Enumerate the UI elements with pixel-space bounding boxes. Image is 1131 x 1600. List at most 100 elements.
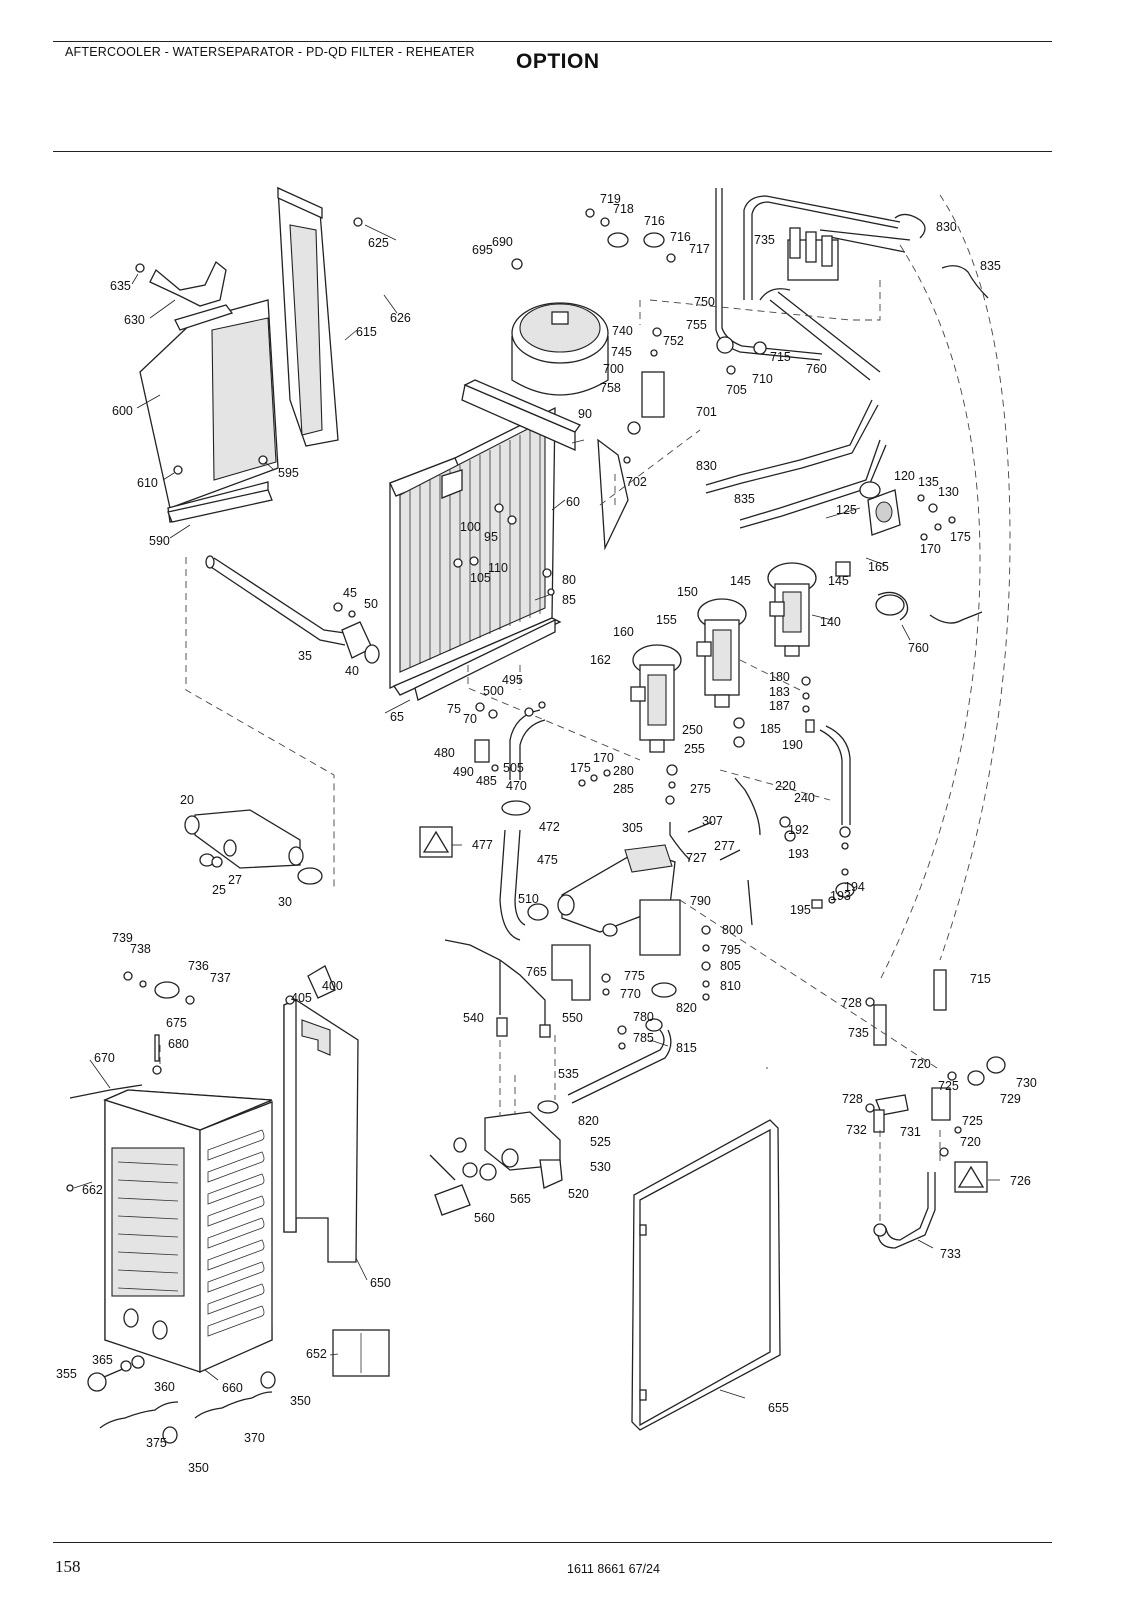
callout-label-630: 630 xyxy=(124,313,145,327)
callout-label-350: 350 xyxy=(290,1394,311,1408)
callout-label-193: 193 xyxy=(788,847,809,861)
callout-label-737: 737 xyxy=(210,971,231,985)
callout-label-475: 475 xyxy=(537,853,558,867)
callout-label-690: 690 xyxy=(492,235,513,249)
callout-label-365: 365 xyxy=(92,1353,113,1367)
callout-label-95: 95 xyxy=(484,530,498,544)
door-panel-drawing xyxy=(631,1119,781,1431)
callout-label-175: 175 xyxy=(570,761,591,775)
callout-label-745: 745 xyxy=(611,345,632,359)
callout-label-550: 550 xyxy=(562,1011,583,1025)
drain-valve-drawing xyxy=(429,1100,563,1216)
callout-label-830: 830 xyxy=(936,220,957,234)
callout-label-730: 730 xyxy=(1016,1076,1037,1090)
callout-label-635: 635 xyxy=(110,279,131,293)
water-separator-vessel-drawing xyxy=(511,302,629,551)
callout-label-795: 795 xyxy=(720,943,741,957)
callout-label-40: 40 xyxy=(345,664,359,678)
callout-label-105: 105 xyxy=(470,571,491,585)
callout-label-701: 701 xyxy=(696,405,717,419)
callout-label-27: 27 xyxy=(228,873,242,887)
callout-label-720: 720 xyxy=(960,1135,981,1149)
callout-label-190: 190 xyxy=(782,738,803,752)
callout-label-45: 45 xyxy=(343,586,357,600)
callout-label-540: 540 xyxy=(463,1011,484,1025)
document-number: 1611 8661 67/24 xyxy=(567,1562,660,1576)
callout-label-716: 716 xyxy=(670,230,691,244)
callout-label-305: 305 xyxy=(622,821,643,835)
elbow-hose-drawing xyxy=(499,709,549,941)
callout-label-735: 735 xyxy=(754,233,775,247)
callout-label-194: 194 xyxy=(844,880,865,894)
reheater-drawing xyxy=(551,844,681,1001)
callout-label-728: 728 xyxy=(842,1092,863,1106)
callout-label-655: 655 xyxy=(768,1401,789,1415)
callout-label-187: 187 xyxy=(769,699,790,713)
callout-label-275: 275 xyxy=(690,782,711,796)
option-label: OPTION xyxy=(516,50,600,73)
callout-label-140: 140 xyxy=(820,615,841,629)
callout-label-595: 595 xyxy=(278,466,299,480)
callout-label-375: 375 xyxy=(146,1436,167,1450)
warning-label-drawings xyxy=(332,826,988,1377)
callout-label-195: 195 xyxy=(790,903,811,917)
callout-label-625: 625 xyxy=(368,236,389,250)
callout-label-150: 150 xyxy=(677,585,698,599)
callout-label-702: 702 xyxy=(626,475,647,489)
callout-label-350: 350 xyxy=(188,1461,209,1475)
aftercooler-core-drawing xyxy=(389,379,581,701)
shroud-panel-drawing xyxy=(139,186,339,523)
callout-label-505: 505 xyxy=(503,761,524,775)
callout-label-820: 820 xyxy=(578,1114,599,1128)
header-top-rule xyxy=(53,41,1052,42)
callout-label-805: 805 xyxy=(720,959,741,973)
callout-label-675: 675 xyxy=(166,1016,187,1030)
callout-label-472: 472 xyxy=(539,820,560,834)
callout-label-815: 815 xyxy=(676,1041,697,1055)
callout-label-752: 752 xyxy=(663,334,684,348)
callout-label-170: 170 xyxy=(593,751,614,765)
callout-label-717: 717 xyxy=(689,242,710,256)
callout-label-810: 810 xyxy=(720,979,741,993)
callout-label-307: 307 xyxy=(702,814,723,828)
callout-label-220: 220 xyxy=(775,779,796,793)
callout-label-770: 770 xyxy=(620,987,641,1001)
callout-label-35: 35 xyxy=(298,649,312,663)
callout-label-183: 183 xyxy=(769,685,790,699)
callout-label-80: 80 xyxy=(562,573,576,587)
callout-label-830: 830 xyxy=(696,459,717,473)
callout-label-535: 535 xyxy=(558,1067,579,1081)
pipe-and-manifold-drawing xyxy=(184,555,380,885)
callout-label-170: 170 xyxy=(920,542,941,556)
callout-labels: 7197187167167176906957358308356256266356… xyxy=(56,192,1037,1475)
callout-label-775: 775 xyxy=(624,969,645,983)
callout-label-700: 700 xyxy=(603,362,624,376)
callout-label-185: 185 xyxy=(760,722,781,736)
callout-label-162: 162 xyxy=(590,653,611,667)
callout-label-780: 780 xyxy=(633,1010,654,1024)
callout-label-733: 733 xyxy=(940,1247,961,1261)
filters-drawing xyxy=(632,562,817,753)
callout-label-740: 740 xyxy=(612,324,633,338)
callout-label-835: 835 xyxy=(980,259,1001,273)
right-piping-drawing xyxy=(873,969,1006,1249)
callout-label-720: 720 xyxy=(910,1057,931,1071)
callout-label-525: 525 xyxy=(590,1135,611,1149)
callout-label-510: 510 xyxy=(518,892,539,906)
callout-label-485: 485 xyxy=(476,774,497,788)
flange-block-drawing xyxy=(867,489,983,624)
callout-label-255: 255 xyxy=(684,742,705,756)
callout-label-125: 125 xyxy=(836,503,857,517)
frame-member-drawing xyxy=(283,999,359,1263)
callout-label-835: 835 xyxy=(734,492,755,506)
callout-label-160: 160 xyxy=(613,625,634,639)
callout-label-790: 790 xyxy=(690,894,711,908)
callout-label-165: 165 xyxy=(868,560,889,574)
callout-label-705: 705 xyxy=(726,383,747,397)
callout-label-70: 70 xyxy=(463,712,477,726)
callout-label-85: 85 xyxy=(562,593,576,607)
callout-label-495: 495 xyxy=(502,673,523,687)
callout-label-715: 715 xyxy=(770,350,791,364)
